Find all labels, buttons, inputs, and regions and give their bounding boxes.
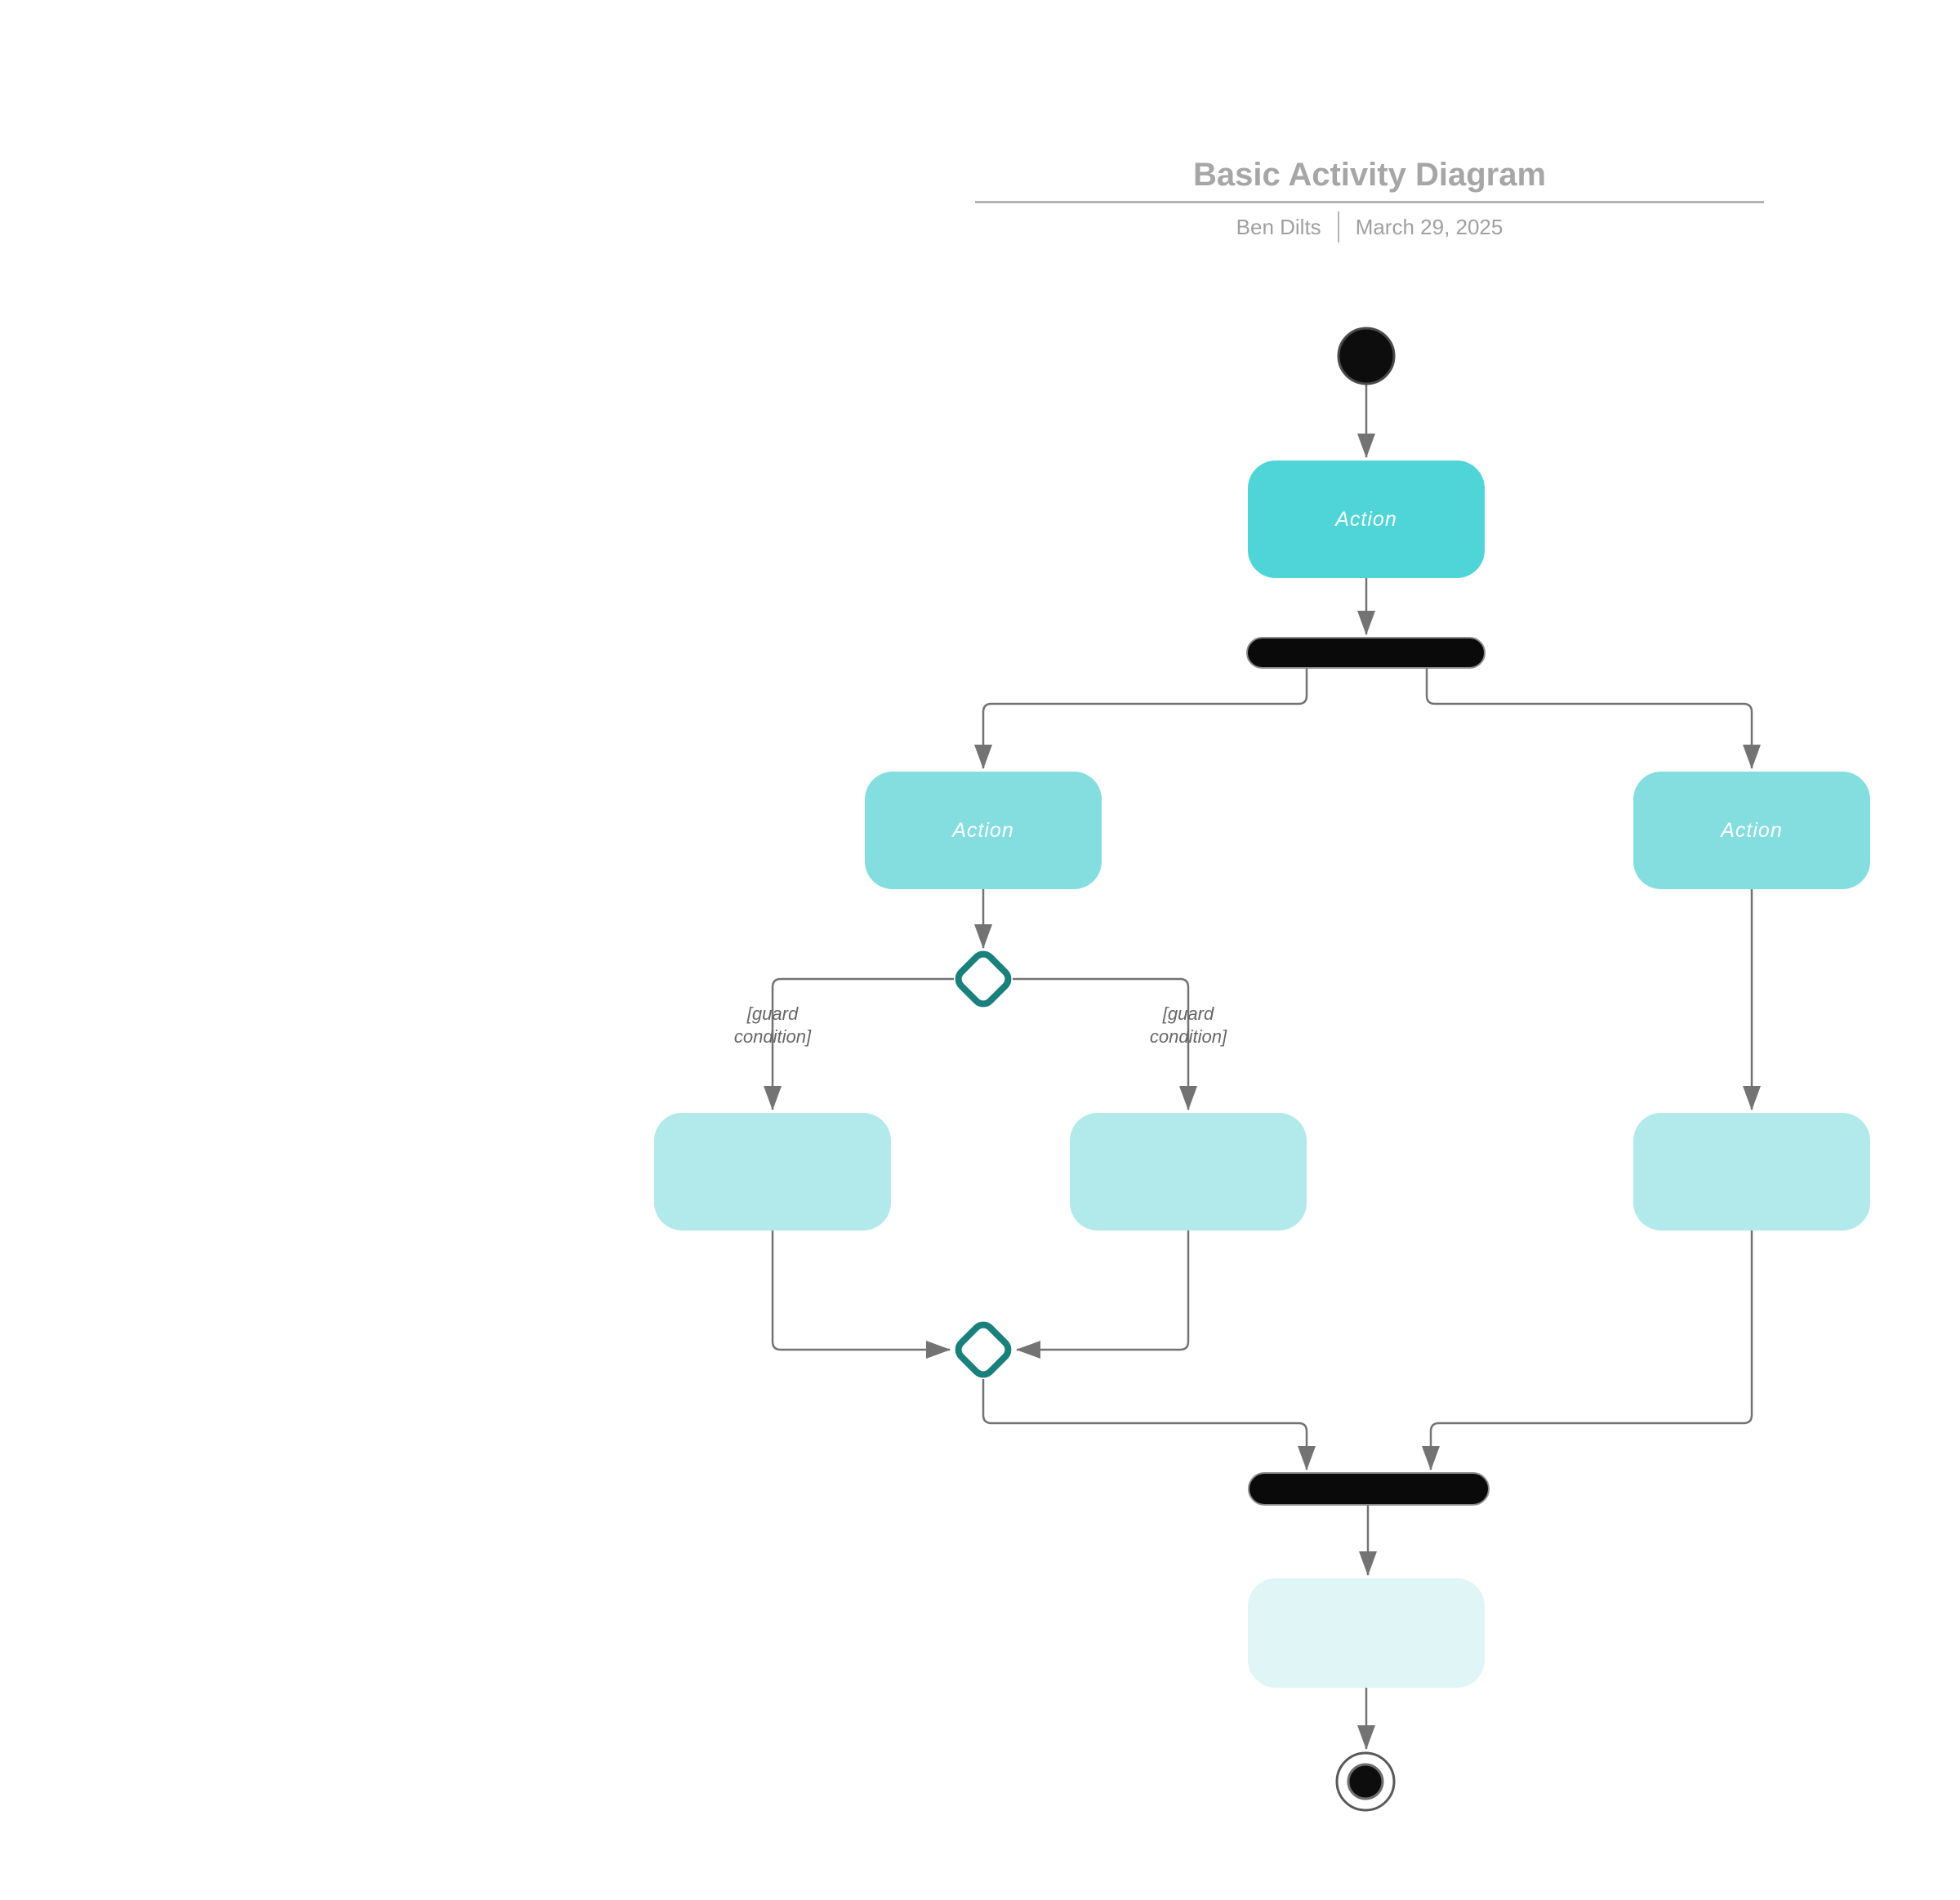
title-underline: [975, 201, 1764, 203]
author-name: Ben Dilts: [1236, 215, 1321, 239]
branch-node-left[interactable]: [654, 1113, 891, 1230]
connector-decision-to-branch-left[interactable]: [764, 977, 954, 1110]
connector-branch-right-to-join[interactable]: [1422, 1230, 1753, 1471]
connector-branch-middle-to-merge[interactable]: [1016, 1230, 1190, 1359]
action-node-right[interactable]: Action: [1633, 772, 1870, 889]
join-bar[interactable]: [1248, 1472, 1490, 1506]
connector-merge-to-join[interactable]: [982, 1379, 1316, 1471]
action-node-left[interactable]: Action: [865, 772, 1102, 889]
action-node-label: Action: [952, 818, 1014, 842]
connector-fork-to-action-right[interactable]: [1425, 668, 1761, 769]
initial-node[interactable]: [1337, 327, 1396, 385]
page-title: Basic Activity Diagram: [1192, 157, 1547, 193]
fork-bar[interactable]: [1246, 637, 1486, 669]
connector-decision-to-branch-middle[interactable]: [1013, 977, 1197, 1110]
connector-branch-left-to-merge[interactable]: [771, 1230, 951, 1359]
guard-condition-label-left[interactable]: [guard condition]: [733, 1003, 812, 1047]
branch-node-right[interactable]: [1633, 1113, 1870, 1230]
byline-divider: [1337, 211, 1339, 243]
connector-fork-to-action-left[interactable]: [974, 668, 1308, 769]
action-node-label: Action: [1335, 507, 1397, 531]
final-action-node[interactable]: [1248, 1578, 1485, 1688]
branch-node-middle[interactable]: [1070, 1113, 1307, 1230]
merge-diamond[interactable]: [955, 1321, 1013, 1379]
action-node-label: Action: [1721, 818, 1783, 842]
guard-condition-label-right[interactable]: [guard condition]: [1149, 1003, 1227, 1047]
final-node[interactable]: [1347, 1763, 1384, 1800]
document-header: Basic Activity Diagram Ben Dilts March 2…: [975, 155, 1764, 243]
byline: Ben Dilts March 29, 2025: [975, 211, 1764, 243]
action-node-top[interactable]: Action: [1248, 461, 1485, 578]
document-date: March 29, 2025: [1355, 215, 1503, 239]
decision-diamond[interactable]: [955, 950, 1013, 1008]
